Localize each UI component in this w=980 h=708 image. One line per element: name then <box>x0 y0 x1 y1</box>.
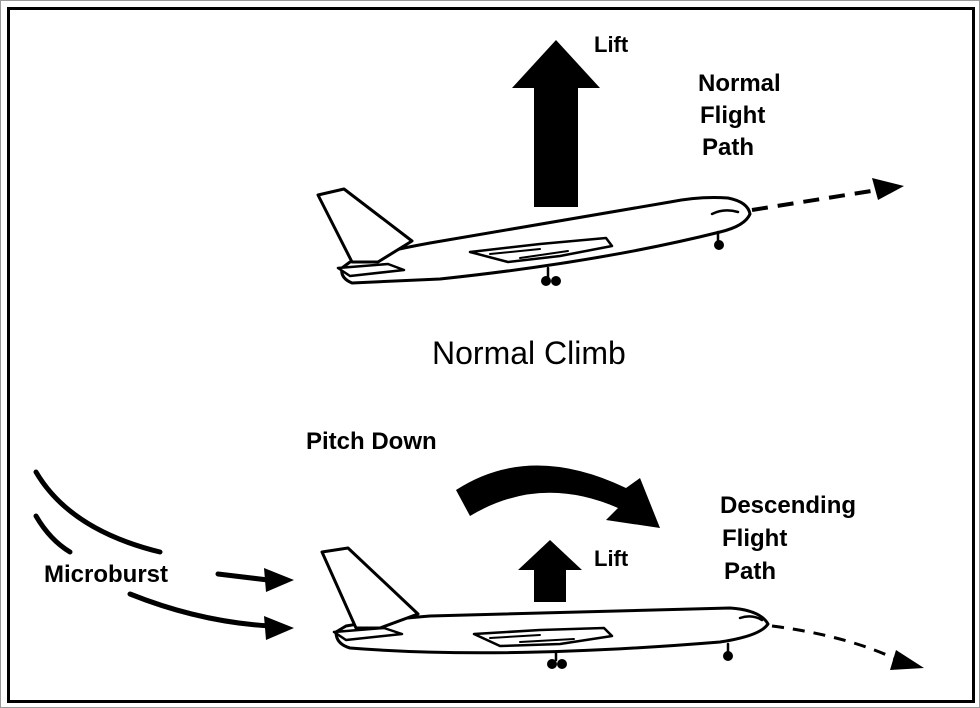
normal-flight-path-line-2: Flight <box>700 102 766 129</box>
lift-label-bottom: Lift <box>594 546 629 571</box>
descending-flight-path-line-3: Path <box>724 558 777 585</box>
pitch-down-arrow-icon <box>456 465 660 528</box>
small-lift-arrow-icon <box>518 540 582 602</box>
microburst-wind-icon <box>33 469 273 629</box>
aircraft-normal-climb <box>316 187 752 286</box>
wind-arrowhead-upper <box>264 568 294 592</box>
descending-flight-path-arrow <box>771 624 924 670</box>
aircraft-descending <box>320 546 770 669</box>
pitch-down-label: Pitch Down <box>306 428 437 455</box>
wind-arrowhead-lower <box>264 616 294 640</box>
normal-flight-path-line-1: Normal <box>698 70 781 97</box>
normal-flight-path-line-3: Path <box>702 134 755 161</box>
microburst-label: Microburst <box>44 561 169 588</box>
lift-arrow-icon <box>512 40 600 207</box>
normal-flight-path-arrow <box>751 178 904 212</box>
descending-flight-path-line-2: Flight <box>722 525 788 552</box>
descending-flight-path-line-1: Descending <box>720 492 857 519</box>
figure-border <box>7 7 975 703</box>
lift-label-top: Lift <box>594 32 629 57</box>
normal-climb-caption: Normal Climb <box>432 335 626 371</box>
